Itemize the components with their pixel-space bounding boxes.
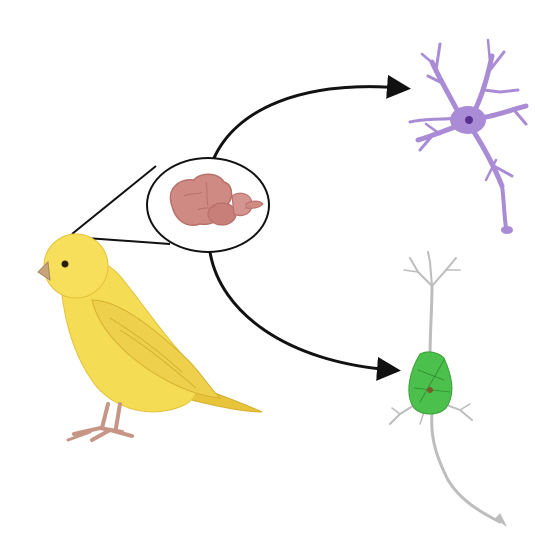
astrocyte-nucleus [465, 116, 473, 124]
neuron-cell-illustration [390, 252, 506, 526]
legs [68, 404, 132, 440]
canary-bird-illustration [38, 234, 262, 440]
eye [62, 261, 69, 268]
arrow-to-astrocyte [214, 87, 402, 158]
astrocyte-cell-illustration [410, 40, 526, 234]
brain-callout [147, 158, 269, 252]
arrow-to-neuron [210, 252, 392, 370]
neuron-soma [409, 352, 452, 414]
